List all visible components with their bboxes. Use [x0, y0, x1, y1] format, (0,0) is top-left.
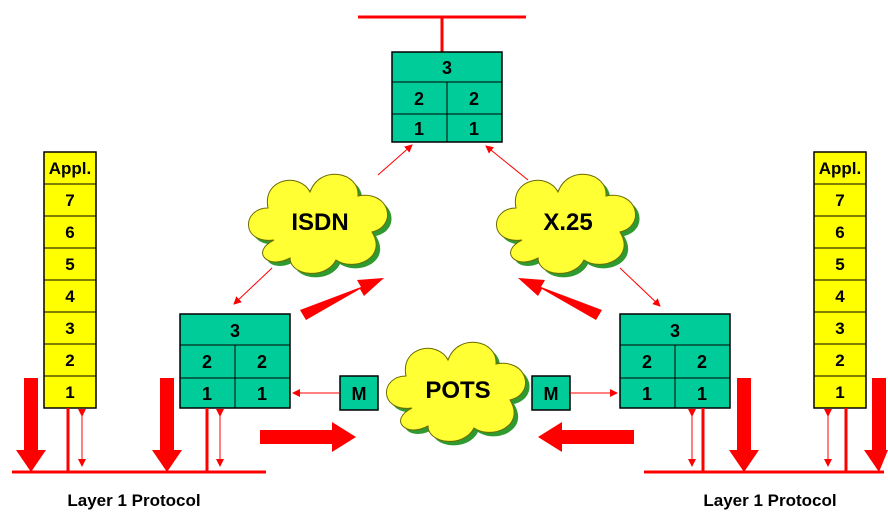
connector-lines — [78, 144, 832, 467]
x25-cloud: X.25 — [495, 173, 640, 278]
right-arrow — [260, 422, 356, 452]
right-protocol-stack: Appl. 7 6 5 4 3 2 1 — [813, 151, 867, 409]
stack-layer-4: 4 — [835, 287, 845, 306]
bus-drop-lines — [66, 408, 848, 472]
stack-layer-2: 2 — [835, 351, 844, 370]
x25-label: X.25 — [543, 209, 592, 236]
left-layer1-caption: Layer 1 Protocol — [67, 491, 200, 510]
right-layer1-caption: Layer 1 Protocol — [703, 491, 836, 510]
left-modem: M — [339, 375, 379, 411]
modem-label: M — [352, 384, 367, 404]
thick-arrows — [16, 278, 888, 472]
node-layer-1-right: 1 — [257, 384, 267, 404]
down-arrow — [864, 378, 888, 472]
node-layer-1-right: 1 — [469, 119, 479, 139]
left-protocol-stack: Appl. 7 6 5 4 3 2 1 — [43, 151, 97, 409]
isdn-label: ISDN — [291, 209, 348, 236]
isdn-cloud: ISDN — [247, 173, 392, 278]
left-router-node: 3 2 2 1 1 — [179, 313, 291, 409]
stack-layer-6: 6 — [65, 223, 74, 242]
stack-layer-3: 3 — [65, 319, 74, 338]
stack-layer-5: 5 — [835, 255, 844, 274]
stack-layer-appl: Appl. — [49, 159, 92, 178]
pots-label: POTS — [425, 377, 490, 404]
stack-layer-7: 7 — [835, 191, 844, 210]
node-layer-3: 3 — [442, 58, 452, 78]
stack-layer-3: 3 — [835, 319, 844, 338]
stack-layer-1: 1 — [65, 383, 74, 402]
modem-label: M — [544, 384, 559, 404]
diagonal-arrow-x25 — [518, 278, 602, 320]
stack-layer-7: 7 — [65, 191, 74, 210]
left-arrow — [538, 422, 634, 452]
node-layer-1-right: 1 — [697, 384, 707, 404]
down-arrow — [16, 378, 46, 472]
node-layer-2-right: 2 — [257, 352, 267, 372]
top-router-node: 3 2 2 1 1 — [391, 51, 503, 143]
node-layer-3: 3 — [670, 321, 680, 341]
stack-layer-1: 1 — [835, 383, 844, 402]
down-arrow — [729, 378, 759, 472]
stack-layer-5: 5 — [65, 255, 74, 274]
pots-cloud: POTS — [385, 341, 530, 446]
right-modem: M — [531, 375, 571, 411]
stack-layer-6: 6 — [835, 223, 844, 242]
node-layer-1-left: 1 — [414, 119, 424, 139]
node-layer-2-left: 2 — [414, 89, 424, 109]
node-layer-1-left: 1 — [202, 384, 212, 404]
right-router-node: 3 2 2 1 1 — [619, 313, 731, 409]
stack-layer-2: 2 — [65, 351, 74, 370]
down-arrow — [152, 378, 182, 472]
node-layer-2-left: 2 — [642, 352, 652, 372]
stack-layer-4: 4 — [65, 287, 75, 306]
node-layer-3: 3 — [230, 321, 240, 341]
node-layer-2-right: 2 — [469, 89, 479, 109]
node-layer-2-left: 2 — [202, 352, 212, 372]
node-layer-1-left: 1 — [642, 384, 652, 404]
node-layer-2-right: 2 — [697, 352, 707, 372]
top-bus — [358, 15, 526, 52]
stack-layer-appl: Appl. — [819, 159, 862, 178]
diagonal-arrow-isdn — [300, 278, 384, 320]
